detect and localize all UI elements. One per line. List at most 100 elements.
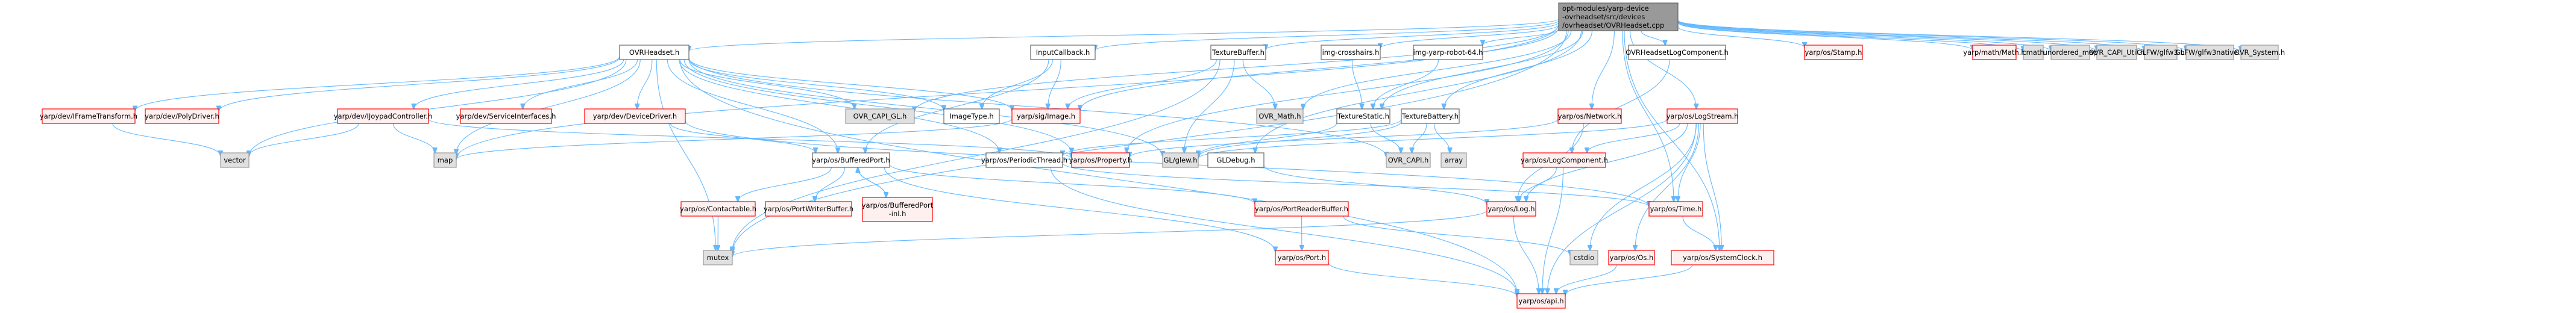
node-property-h[interactable]: yarp/os/Property.h [1069,152,1132,168]
node-polydriver-h[interactable]: yarp/dev/PolyDriver.h [145,108,219,124]
node-label: TextureBuffer.h [1211,48,1264,57]
node-box [1210,45,1266,60]
edge-ovrheadset_h-to-periodicthread_h [679,59,1000,153]
node-portreaderbuffer-h[interactable]: yarp/os/PortReaderBuffer.h [1254,201,1349,217]
node-bufferedport-h[interactable]: yarp/os/BufferedPort.h [812,152,890,168]
node-iframetransform-h[interactable]: yarp/dev/IFrameTransform.h [40,108,137,124]
node-img-yarp-robot-h[interactable]: img-yarp-robot-64.h [1413,45,1483,60]
node-label: mutex [707,253,729,262]
edge-ovrheadset_h-to-property_h [683,59,1072,153]
node-network-h[interactable]: yarp/os/Network.h [1557,108,1622,124]
edge-gldebug_h-to-log_h [1263,165,1487,205]
node-logcomponent-h[interactable]: yarp/os/LogComponent.h [1521,152,1608,168]
node-label: yarp/os/SystemClock.h [1683,253,1762,262]
node-box [1254,201,1349,217]
node-os-h[interactable]: yarp/os/Os.h [1608,250,1655,265]
node-box [337,108,429,124]
node-stamp-h[interactable]: yarp/os/Stamp.h [1804,45,1863,60]
edge-img_crosshairs_h-to-texturestatic_h [1351,59,1362,109]
node-box [2050,45,2090,60]
node-label: InputCallback.h [1036,48,1090,57]
edge-bufferedport_inl_h-to-bufferedport_h [858,167,887,198]
node-label: img-yarp-robot-64.h [1413,48,1483,57]
node-img-crosshairs-h[interactable]: img-crosshairs.h [1321,45,1381,60]
node-box [1628,45,1726,60]
node-box [1386,152,1431,168]
node-log-h[interactable]: yarp/os/Log.h [1486,201,1536,217]
node-ovr-capi-util: OVR_CAPI_Util.h [2089,45,2144,60]
edge-root-to-texturebuffer_h [1266,22,1559,49]
edge-texturebuffer_h-to-ovr_math [1242,59,1275,109]
edge-root-to-map [456,24,1559,159]
node-label: img-crosshairs.h [1322,48,1380,57]
edge-ovrheadset_h-to-ijoypad_h [413,59,624,109]
edge-texturebattery_h-to-array [1433,123,1450,153]
node-glew-h: GL/glew.h [1162,152,1199,168]
node-devicedriver-h[interactable]: yarp/dev/DeviceDriver.h [584,108,686,124]
node-ovrlogcomp-h[interactable]: OVRHeadsetLogComponent.h [1626,45,1729,60]
edge-root-to-stamp_h [1677,26,1805,48]
edge-time_h-to-systemclock_h [1682,215,1716,250]
node-api-h[interactable]: yarp/os/api.h [1516,293,1566,309]
edge-log_h-to-api_h [1513,215,1539,294]
edge-ijoypad_h-to-map [392,123,435,153]
node-box [1336,108,1390,124]
node-ijoypad-h[interactable]: yarp/dev/IJoypadController.h [334,108,433,124]
node-root[interactable]: opt-modules/yarp-device-ovrheadset/src/d… [1558,2,1679,31]
edge-root-to-property_h [1126,30,1569,153]
node-texturebattery-h[interactable]: TextureBattery.h [1401,108,1460,124]
edge-root-to-math_h [1677,22,1973,50]
node-label: ImageType.h [949,112,993,120]
node-box [1071,152,1130,168]
edge-ovrheadset_h-to-map [456,59,641,154]
node-box [862,197,933,222]
node-label: OVRHeadsetLogComponent.h [1626,48,1729,57]
node-label: yarp/os/BufferedPort.h [812,156,890,164]
edge-os_h-to-api_h [1556,264,1617,294]
node-label: yarp/os/Os.h [1610,253,1654,262]
node-portwriterbuffer-h[interactable]: yarp/os/PortWriterBuffer.h [764,201,853,217]
node-systemclock-h[interactable]: yarp/os/SystemClock.h [1671,250,1774,265]
node-port-h[interactable]: yarp/os/Port.h [1275,250,1329,265]
node-box [1321,45,1381,60]
node-box [145,108,219,124]
node-label: yarp/os/BufferedPort [862,201,934,209]
node-serviceif-h[interactable]: yarp/dev/ServiceInterfaces.h [456,108,556,124]
edge-texturebattery_h-to-glew_h [1198,121,1402,156]
node-box [1256,108,1304,124]
edge-inputcallback_h-to-image_h [1048,59,1061,109]
node-imagetype-h[interactable]: ImageType.h [943,108,1000,124]
node-bufferedport-inl-h[interactable]: yarp/os/BufferedPort-inl.h [862,197,934,222]
node-time-h[interactable]: yarp/os/Time.h [1648,201,1703,217]
node-array: array [1440,152,1467,168]
edge-texturebattery_h-to-ovr_capi_h [1412,123,1427,153]
node-ovrheadset-h[interactable]: OVRHeadset.h [619,45,690,60]
node-box [845,108,915,124]
edge-texturebuffer_h-to-mutex [732,59,1220,252]
node-box [1804,45,1863,60]
node-texturestatic-h[interactable]: TextureStatic.h [1336,108,1390,124]
edge-root-to-systemclock_h [1624,30,1720,250]
node-box [1275,250,1329,265]
edge-ovrheadset_h-to-bufferedport_h [667,59,838,153]
node-periodicthread-h[interactable]: yarp/os/PeriodicThread.h [981,152,1067,168]
node-texturebuffer-h[interactable]: TextureBuffer.h [1210,45,1266,60]
node-label: TextureBattery.h [1401,112,1459,120]
node-box [680,201,756,217]
node-label: -inl.h [889,209,906,218]
node-label: GL/glew.h [1163,156,1197,164]
edge-root-to-logstream_h [1629,30,1696,109]
edge-port_h-to-api_h [1328,262,1517,297]
edge-logstream_h-to-os_h [1635,123,1700,250]
node-logstream-h[interactable]: yarp/os/LogStream.h [1667,108,1739,124]
node-contactable-h[interactable]: yarp/os/Contactable.h [680,201,756,217]
node-gldebug-h[interactable]: GLDebug.h [1207,152,1264,168]
node-box [42,108,136,124]
edge-root-to-image_h [1080,27,1559,110]
node-math-h[interactable]: yarp/math/Math.h [1963,45,2026,60]
node-inputcallback-h[interactable]: InputCallback.h [1030,45,1096,60]
edge-ovrheadset_h-to-serviceif_h [523,59,638,109]
node-box [619,45,690,60]
node-image-h[interactable]: yarp/sig/Image.h [1011,108,1081,124]
node-label: OVR_System.h [2234,48,2285,57]
